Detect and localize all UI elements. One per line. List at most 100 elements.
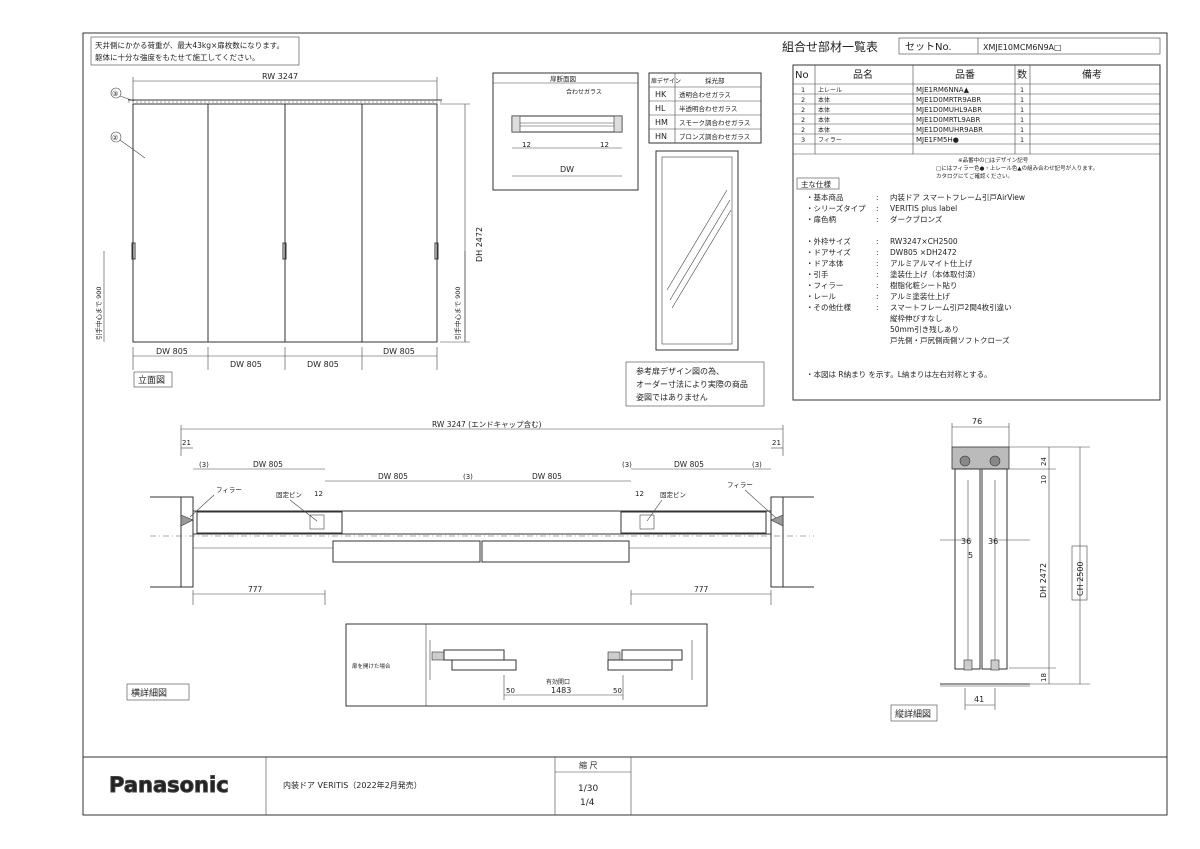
parts-row1-qty: 1 xyxy=(1020,86,1024,94)
elevation-view: RW 3247 ③ ② DH 2472 引手中心まで 900 引手中心まで 90… xyxy=(94,72,484,388)
spec-extra-1: 縦枠伸びすなし xyxy=(890,313,943,323)
open-detail-label: 扉を開けた場合 xyxy=(352,662,391,670)
width-dim-1: DW 805 xyxy=(156,347,188,356)
parts-title: 組合せ部材一覧表 xyxy=(782,39,878,54)
handle-center xyxy=(282,242,287,260)
spec-extra-3: 戸先側・戸尻側両側ソフトクローズ xyxy=(890,335,1010,345)
glass-code-hl: HL xyxy=(655,104,666,113)
scale-2: 1/4 xyxy=(580,798,595,808)
plan-callout-1: (3) xyxy=(199,461,209,469)
vertical-label: 縦詳細図 xyxy=(895,708,931,720)
parts-row6-no: 3 xyxy=(801,136,805,144)
glass-code-hm: HM xyxy=(655,118,668,127)
parts-header-remarks: 備考 xyxy=(1082,68,1102,81)
plan-pin-right: 固定ピン xyxy=(660,490,686,499)
spec-key-10: ・その他仕様 xyxy=(806,302,851,312)
glass-desc-hn: ブロンズ調合わせガラス xyxy=(679,132,750,141)
reference-door-design: 参考扉デザイン図の為、 オーダー寸法により実際の商品 姿図ではありません xyxy=(625,150,765,407)
specs-heading: 主な仕様 xyxy=(801,179,831,189)
spec-val-3: ダークブロンズ xyxy=(890,214,943,224)
set-number: XMJE10MCM6N9A□ xyxy=(983,43,1062,52)
glass-header-light: 採光部 xyxy=(705,76,725,85)
section-left-dim: 12 xyxy=(522,141,531,149)
spec-colon-7: : xyxy=(876,270,879,279)
parts-row5-name: 本体 xyxy=(818,126,830,134)
vertical-bottom-dim: 41 xyxy=(974,695,984,704)
vertical-dim-18: 18 xyxy=(1040,673,1048,682)
glass-desc-hl: 半透明合わせガラス xyxy=(679,104,737,113)
spec-colon-3: : xyxy=(876,215,879,224)
spec-val-5: DW805 ×DH2472 xyxy=(890,248,957,257)
plan-dw-1: DW 805 xyxy=(253,460,283,469)
ref-note-line1: 参考扉デザイン図の為、 xyxy=(636,366,724,376)
parts-row1-name: 上レール xyxy=(818,86,842,94)
spec-colon-9: : xyxy=(876,292,879,301)
parts-header-code: 品番 xyxy=(955,69,975,81)
vertical-dim-ch: CH 2500 xyxy=(1076,561,1085,596)
width-dim-4: DW 805 xyxy=(383,347,415,356)
handle-left xyxy=(131,242,136,260)
plan-callout-2: (3) xyxy=(463,473,473,481)
open-detail-opening: 有効開口 xyxy=(546,678,570,686)
spec-key-5: ・ドアサイズ xyxy=(806,247,851,257)
vertical-dim-10: 10 xyxy=(1040,475,1048,484)
spec-val-7: 塗装仕上げ（本体取付済） xyxy=(890,269,980,279)
parts-row2-qty: 1 xyxy=(1020,96,1024,104)
spec-colon-8: : xyxy=(876,281,879,290)
elevation-label: 立面図 xyxy=(138,374,165,386)
spec-colon-1: : xyxy=(876,193,879,202)
plan-dim-777-right: 777 xyxy=(694,585,709,594)
glass-header-design: 扉デザイン xyxy=(651,77,681,85)
set-label: セットNo. xyxy=(905,41,952,53)
elevation-label-box xyxy=(133,371,173,388)
parts-row4-qty: 1 xyxy=(1020,116,1024,124)
parts-row2-no: 2 xyxy=(801,96,805,104)
spec-colon-4: : xyxy=(876,237,879,246)
product-name: 内装ドア VERITIS（2022年2月発売） xyxy=(283,780,422,790)
spec-key-1: ・基本商品 xyxy=(806,192,844,202)
parts-row5-no: 2 xyxy=(801,126,805,134)
plan-callout-4: (3) xyxy=(622,461,632,469)
parts-row6-code: MJE1FM5H● xyxy=(916,136,959,144)
plan-door-2 xyxy=(332,540,481,563)
parts-note2: □にはフィラー色●・上レール色▲の組み合わせ記号が入ります。 xyxy=(936,164,1098,172)
sheet-border xyxy=(82,32,1168,816)
scale-1: 1/30 xyxy=(578,784,598,794)
spec-key-2: ・シリーズタイプ xyxy=(806,203,866,213)
plan-dim-777-left: 777 xyxy=(248,585,263,594)
open-detail-right: 50 xyxy=(613,687,622,695)
spec-key-7: ・引手 xyxy=(806,269,829,279)
brand-logo: Panasonic xyxy=(109,773,229,797)
parts-header-name: 品名 xyxy=(853,68,873,81)
door-section-detail: 扉断面図 合わせガラス 12 12 DW xyxy=(492,72,639,191)
width-dim-2: DW 805 xyxy=(230,360,262,369)
glass-code-hk: HK xyxy=(655,90,667,99)
spec-val-8: 樹脂化粧シート貼り xyxy=(890,280,958,290)
glass-label: 合わせガラス xyxy=(566,88,602,96)
spec-colon-5: : xyxy=(876,248,879,257)
parts-note3: カタログにてご確認ください。 xyxy=(936,172,1013,180)
plan-filler-left: フィラー xyxy=(216,486,242,494)
spec-extra-2: 50mm引き残しあり xyxy=(890,324,959,334)
horizontal-detail: RW 3247 (エンドキャップ含む) 21 21 (3) DW 805 DW … xyxy=(126,419,814,701)
plan-filler-right: フィラー xyxy=(727,481,753,489)
rw-dim: RW 3247 xyxy=(262,72,298,81)
open-detail-left: 50 xyxy=(506,687,515,695)
plan-rw-dim: RW 3247 (エンドキャップ含む) xyxy=(432,419,542,429)
plan-dim-21-right: 21 xyxy=(772,439,781,447)
section-right-dim: 12 xyxy=(600,141,609,149)
title-block: Panasonic 内装ドア VERITIS（2022年2月発売） 縮 尺 1/… xyxy=(109,757,632,815)
dh-dim: DH 2472 xyxy=(475,227,484,262)
scale-label: 縮 尺 xyxy=(579,760,598,770)
notice-box xyxy=(90,36,300,66)
handle-right xyxy=(434,242,439,260)
vertical-door-left xyxy=(954,468,981,670)
parts-row1-code: MJE1RM6NNA▲ xyxy=(916,86,970,94)
parts-row6-qty: 1 xyxy=(1020,136,1024,144)
ref-note-line3: 姿図ではありません xyxy=(636,392,708,402)
parts-row3-no: 2 xyxy=(801,106,805,114)
parts-row6-name: フィラー xyxy=(818,137,842,144)
open-detail-width: 1483 xyxy=(551,686,571,695)
plan-dim-21-left: 21 xyxy=(182,439,191,447)
